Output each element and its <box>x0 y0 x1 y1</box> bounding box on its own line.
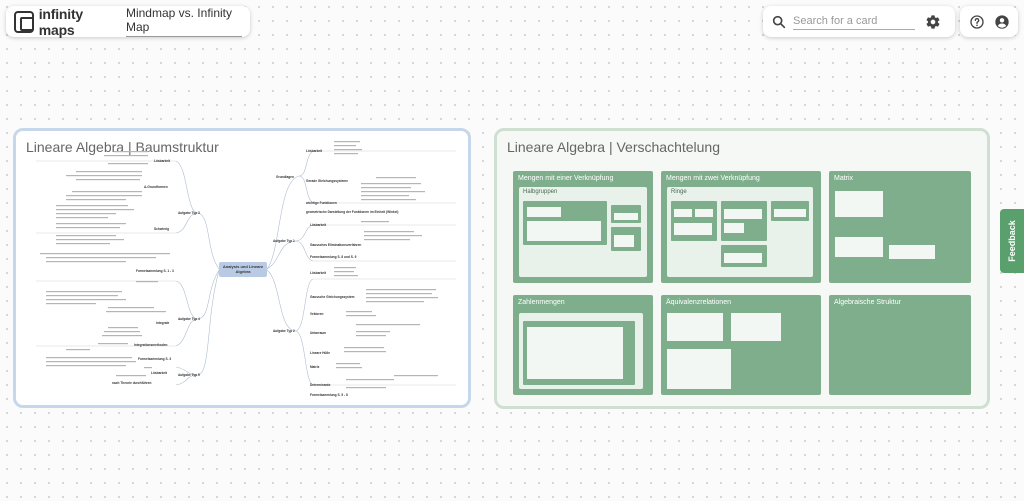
inner-content <box>674 223 712 235</box>
card-verschachtelung[interactable]: Lineare Algebra | Verschachtelung Mengen… <box>494 128 990 409</box>
inner-content <box>724 209 762 219</box>
inner-box <box>611 227 641 251</box>
inner-content <box>527 207 561 217</box>
map-title[interactable]: Mindmap vs. Infinity Map <box>125 6 242 37</box>
mm-item: geometrische Darstellung der Funktionen … <box>306 210 399 214</box>
inner-content <box>674 209 692 217</box>
branch-typ4[interactable]: Aufgabe Typ 4 <box>178 317 200 321</box>
mm-item: Lösbarkeit <box>310 271 327 275</box>
mm-item: Integrationsmethoden <box>134 343 168 347</box>
nested-box-title: Zahlenmengen <box>518 299 565 306</box>
mm-item: Gaussche Gleichungssystem <box>310 295 355 299</box>
mm-item: wichtige Funktionen <box>306 201 337 205</box>
nested-subbox[interactable]: Halbgruppen <box>519 187 647 277</box>
nested-box[interactable]: Algebraische Struktur <box>829 295 971 395</box>
inner-content <box>527 327 623 379</box>
mm-item: Vektoren <box>310 312 324 316</box>
branch-typ3[interactable]: Aufgabe Typ 3 <box>178 211 200 215</box>
mm-item: Matrix <box>310 365 320 369</box>
mm-item: Integrale <box>156 321 170 325</box>
branch-grundlagen[interactable]: Grundlagen <box>276 175 294 179</box>
inner-content <box>614 235 634 247</box>
nested-box-title: Mengen mit einer Verknüpfung <box>518 175 614 182</box>
gear-icon[interactable] <box>925 14 941 30</box>
mm-item: Determinante <box>310 383 331 387</box>
inner-content <box>667 349 731 389</box>
mindmap-text-lines <box>40 141 438 389</box>
inner-box <box>721 245 767 267</box>
search-icon[interactable] <box>771 14 787 30</box>
mm-item: A-Grundformen <box>144 185 168 189</box>
mm-item: Formelsammlung S. 3 <box>138 357 172 361</box>
inner-content <box>614 213 638 220</box>
brand-bar: infinity maps Mindmap vs. Infinity Map <box>6 5 250 38</box>
card-baumstruktur[interactable]: Lineare Algebra | Baumstruktur <box>13 128 471 408</box>
nested-subbox-title: Ringe <box>671 189 687 195</box>
inner-content <box>724 223 744 233</box>
nested-subbox-title: Halbgruppen <box>523 189 558 195</box>
inner-content <box>731 313 781 341</box>
nested-box-title: Mengen mit zwei Verknüpfung <box>666 175 760 182</box>
logo-text[interactable]: infinity maps <box>38 5 84 38</box>
card-title: Lineare Algebra | Verschachtelung <box>507 139 721 155</box>
logo-icon[interactable] <box>14 10 34 33</box>
mm-item: Lineare Hülle <box>310 351 331 355</box>
inner-box <box>611 205 641 223</box>
nested-box[interactable]: Mengen mit zwei Verknüpfung Ringe <box>661 171 821 283</box>
feedback-tab[interactable]: Feedback <box>1000 209 1024 273</box>
mm-item: Formelsammlung S. 8 und S. 9 <box>310 255 357 259</box>
nested-box-title: Algebraische Struktur <box>834 299 901 306</box>
mindmap: Analysis und Lineare Algebra Grundlagen … <box>16 131 468 405</box>
nested-box-title: Matrix <box>834 175 854 182</box>
nested-box[interactable]: Mengen mit einer Verknüpfung Halbgruppen <box>513 171 653 283</box>
mm-item: Lösbarkeit <box>306 149 323 153</box>
inner-content <box>667 313 723 341</box>
mm-item: Formelsammlung S. 5 - 8 <box>310 393 348 397</box>
inner-box <box>523 201 607 245</box>
account-circle-icon[interactable] <box>994 14 1010 30</box>
card-title: Lineare Algebra | Baumstruktur <box>26 139 219 155</box>
nested-box[interactable]: Matrix <box>829 171 971 283</box>
nested-box[interactable]: Zahlenmengen <box>513 295 653 395</box>
mm-item: Lösbarkeit <box>310 223 327 227</box>
mindmap-center-node[interactable]: Analysis und Lineare Algebra <box>219 262 267 277</box>
help-circle-icon[interactable] <box>969 14 985 30</box>
inner-content <box>774 209 806 217</box>
mm-item: Gaussches Eliminationsverfahren <box>310 243 362 247</box>
mm-item: nach Theorie durchführen <box>112 381 152 385</box>
mm-item: Schwierig <box>154 227 170 231</box>
nested-box[interactable]: Äquivalenzrelationen <box>661 295 821 395</box>
help-account-bar <box>960 6 1018 37</box>
search-input[interactable] <box>793 13 915 30</box>
mm-item: Formelsammlung S. 1 - 3 <box>136 269 174 273</box>
inner-content <box>835 237 883 257</box>
mm-item: Untarraum <box>310 331 327 335</box>
mm-item: Lösbarkeit <box>154 159 171 163</box>
branch-typ1[interactable]: Aufgabe Typ 1 <box>273 239 295 243</box>
inner-content <box>889 245 935 259</box>
inner-box <box>671 201 717 241</box>
nested-subbox[interactable] <box>519 313 643 389</box>
branch-typ5[interactable]: Aufgabe Typ 5 <box>178 373 200 377</box>
feedback-label: Feedback <box>1007 220 1017 262</box>
inner-content <box>527 221 601 241</box>
inner-content <box>835 191 883 217</box>
mm-item: Lösbarkeit <box>151 371 168 375</box>
nested-box-title: Äquivalenzrelationen <box>666 299 731 306</box>
inner-box <box>523 321 635 385</box>
inner-box <box>771 201 809 221</box>
inner-content <box>724 253 762 263</box>
nested-subbox[interactable]: Ringe <box>667 187 813 277</box>
branch-typ2[interactable]: Aufgabe Typ 2 <box>273 329 295 333</box>
inner-box <box>721 201 767 241</box>
mindmap-connectors <box>36 150 456 386</box>
mm-item: Gerade Gleichungssysteme <box>306 179 348 183</box>
search-bar <box>763 6 955 37</box>
inner-content <box>695 209 713 217</box>
